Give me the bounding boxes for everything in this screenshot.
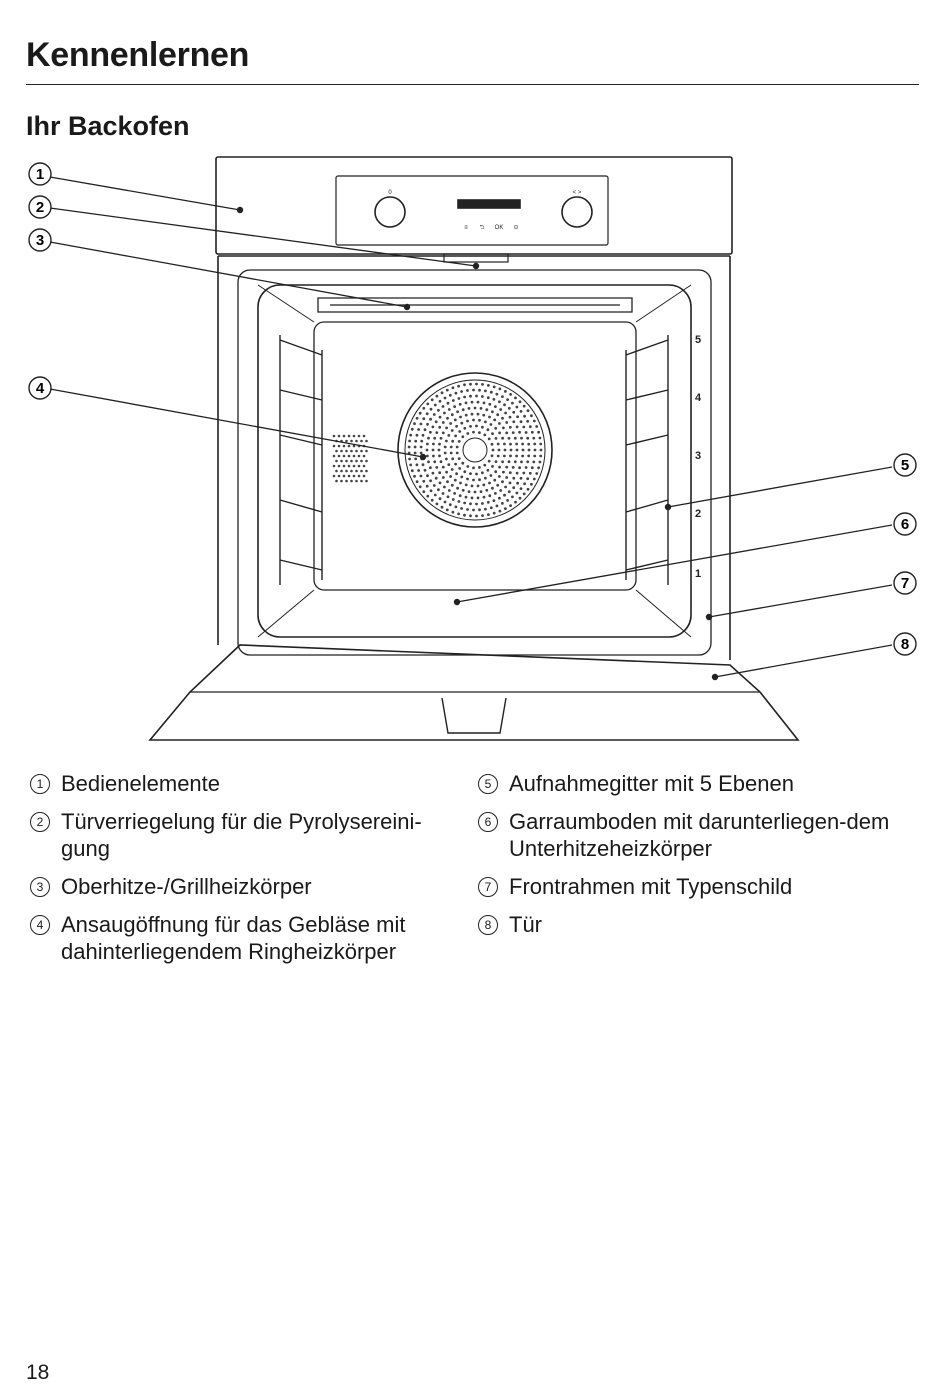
title-divider xyxy=(26,84,919,85)
rack-level-2: 2 xyxy=(695,508,701,520)
display-button-ok: OK xyxy=(495,225,504,231)
legend-number: 1 xyxy=(30,774,50,794)
cavity-back-wall xyxy=(313,321,637,591)
legend-item: 6 Garraumboden mit darunterliegen-dem Un… xyxy=(478,808,918,862)
callout-4: 4 xyxy=(28,376,52,400)
svg-text:7: 7 xyxy=(901,575,909,592)
leader-lines xyxy=(49,176,893,678)
legend-item: 3 Oberhitze-/Grillheizkörper xyxy=(30,873,460,900)
control-panel xyxy=(335,175,609,246)
legend-number: 8 xyxy=(478,915,498,935)
callout-3: 3 xyxy=(28,228,52,252)
display xyxy=(457,199,521,209)
legend-item: 4 Ansaugöffnung für das Gebläse mit dahi… xyxy=(30,911,460,965)
callout-6: 6 xyxy=(893,512,917,536)
fan-cover-inner xyxy=(404,379,546,521)
legend-text: Ansaugöffnung für das Gebläse mit dahint… xyxy=(61,912,406,964)
fan-cover-hub xyxy=(462,437,488,463)
legend-text: Türverriegelung für die Pyrolysereini-gu… xyxy=(61,809,422,861)
legend-text: Bedienelemente xyxy=(61,771,221,796)
door-lock-bar xyxy=(443,253,509,263)
callout-1: 1 xyxy=(28,162,52,186)
page-title: Kennenlernen xyxy=(26,36,250,74)
svg-text:2: 2 xyxy=(36,199,44,216)
legend-item: 1 Bedienelemente xyxy=(30,770,460,797)
legend-right: 5 Aufnahmegitter mit 5 Ebenen 6 Garraumb… xyxy=(478,770,918,949)
callout-7: 7 xyxy=(893,571,917,595)
legend-number: 7 xyxy=(478,877,498,897)
oven-diagram: 1 2 3 4 5 6 7 8 5 4 3 2 1 ≡ ⮌ OK ⊙ < > 0 xyxy=(28,156,917,741)
callout-2: 2 xyxy=(28,195,52,219)
legend-item: 8 Tür xyxy=(478,911,918,938)
display-button-back: ⮌ xyxy=(480,224,485,231)
right-rack-rails xyxy=(625,335,669,585)
legend-number: 6 xyxy=(478,812,498,832)
legend-text: Oberhitze-/Grillheizkörper xyxy=(61,874,312,899)
legend-number: 3 xyxy=(30,877,50,897)
fan-cover-outer xyxy=(397,372,553,528)
oven-body xyxy=(217,255,731,660)
rack-level-1: 1 xyxy=(695,568,701,580)
arrow-keys: < > xyxy=(573,190,582,196)
legend-text: Garraumboden mit darunterliegen-dem Unte… xyxy=(509,809,890,861)
legend-text: Frontrahmen mit Typenschild xyxy=(509,874,793,899)
legend-number: 2 xyxy=(30,812,50,832)
dial-zero-mark: 0 xyxy=(388,190,392,196)
display-button-timer: ⊙ xyxy=(513,225,518,231)
svg-text:6: 6 xyxy=(901,516,909,533)
svg-text:8: 8 xyxy=(901,636,909,653)
legend-item: 7 Frontrahmen mit Typenschild xyxy=(478,873,918,900)
rack-level-3: 3 xyxy=(695,450,701,462)
legend-left: 1 Bedienelemente 2 Türverriegelung für d… xyxy=(30,770,460,976)
selector-dial xyxy=(374,196,406,228)
front-frame xyxy=(237,269,712,656)
left-rack-rails xyxy=(279,335,323,585)
rack-level-4: 4 xyxy=(695,392,702,404)
legend-item: 2 Türverriegelung für die Pyrolysereini-… xyxy=(30,808,460,862)
display-button-menu: ≡ xyxy=(464,225,468,231)
leader-dots xyxy=(236,206,719,681)
callout-5: 5 xyxy=(893,453,917,477)
temperature-dial xyxy=(561,196,593,228)
section-title: Ihr Backofen xyxy=(26,111,190,141)
svg-text:3: 3 xyxy=(36,232,44,249)
legend-number: 5 xyxy=(478,774,498,794)
legend-number: 4 xyxy=(30,915,50,935)
svg-text:4: 4 xyxy=(36,380,45,397)
door-handle xyxy=(441,697,507,734)
legend-text: Aufnahmegitter mit 5 Ebenen xyxy=(509,771,794,796)
fan-perforation xyxy=(407,382,543,518)
legend-text: Tür xyxy=(509,912,542,937)
legend-item: 5 Aufnahmegitter mit 5 Ebenen xyxy=(478,770,918,797)
svg-text:5: 5 xyxy=(901,457,909,474)
svg-text:1: 1 xyxy=(36,166,44,183)
page-number: 18 xyxy=(26,1361,50,1384)
cavity-edges xyxy=(257,284,692,638)
callout-8: 8 xyxy=(893,632,917,656)
rack-level-5: 5 xyxy=(695,334,701,346)
grill-element xyxy=(317,297,633,313)
cavity-opening xyxy=(257,284,692,638)
